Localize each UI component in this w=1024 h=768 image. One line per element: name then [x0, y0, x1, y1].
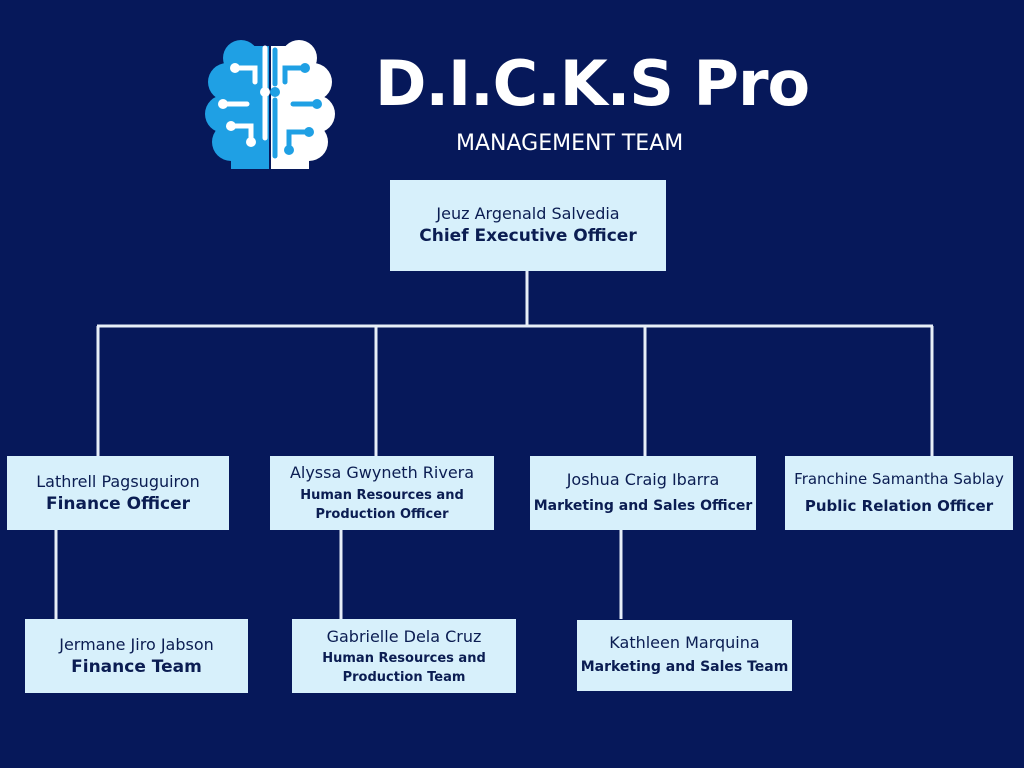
- ceo-role: Chief Executive Officer: [419, 226, 637, 246]
- team-member-name: Kathleen Marquina: [609, 633, 760, 652]
- officer-name: Joshua Craig Ibarra: [566, 469, 720, 489]
- hr-team-box: Gabrielle Dela Cruz Human Resources and …: [292, 619, 516, 693]
- team-member-name: Jermane Jiro Jabson: [59, 634, 214, 654]
- marketing-officer-box: Joshua Craig Ibarra Marketing and Sales …: [530, 456, 756, 530]
- ceo-name: Jeuz Argenald Salvedia: [436, 204, 620, 223]
- officer-name: Lathrell Pagsuguiron: [36, 471, 200, 491]
- officer-name: Franchine Samantha Sablay: [794, 469, 1004, 488]
- finance-team-box: Jermane Jiro Jabson Finance Team: [25, 619, 248, 693]
- pr-officer-box: Franchine Samantha Sablay Public Relatio…: [785, 456, 1013, 530]
- marketing-team-box: Kathleen Marquina Marketing and Sales Te…: [577, 620, 792, 691]
- officer-role: Public Relation Officer: [804, 496, 994, 515]
- hr-officer-box: Alyssa Gwyneth Rivera Human Resources an…: [270, 456, 494, 530]
- ceo-box: Jeuz Argenald Salvedia Chief Executive O…: [390, 180, 666, 271]
- team-role: Marketing and Sales Team: [580, 659, 789, 675]
- officer-role: Marketing and Sales Officer: [533, 497, 753, 514]
- officer-name: Alyssa Gwyneth Rivera: [289, 463, 475, 482]
- finance-officer-box: Lathrell Pagsuguiron Finance Officer: [7, 456, 229, 530]
- team-role: Finance Team: [71, 656, 202, 677]
- brand-title: D.I.C.K.S Pro: [375, 47, 810, 120]
- team-member-name: Gabrielle Dela Cruz: [326, 626, 482, 646]
- team-role: Human Resources and Production Team: [322, 650, 486, 685]
- brain-circuit-icon: [205, 40, 335, 169]
- officer-role: Finance Officer: [45, 493, 191, 514]
- brand-subtitle: MANAGEMENT TEAM: [456, 131, 684, 156]
- officer-role: Human Resources and Production Officer: [300, 488, 464, 522]
